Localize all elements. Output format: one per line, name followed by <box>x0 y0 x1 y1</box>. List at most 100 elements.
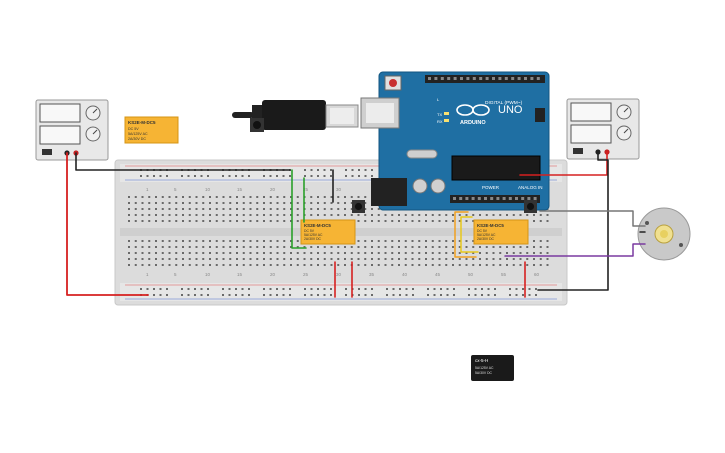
breadboard-hole[interactable] <box>398 264 400 266</box>
breadboard-hole[interactable] <box>323 258 326 260</box>
breadboard-hole[interactable] <box>296 258 299 260</box>
breadboard-hole[interactable] <box>148 202 151 204</box>
breadboard-hole[interactable] <box>310 288 313 290</box>
breadboard-hole[interactable] <box>431 258 434 260</box>
breadboard-hole[interactable] <box>168 258 171 260</box>
breadboard-hole[interactable] <box>195 208 198 210</box>
breadboard-hole[interactable] <box>364 202 367 204</box>
power-pin[interactable] <box>484 197 487 200</box>
breadboard-hole[interactable] <box>330 175 332 177</box>
breadboard-hole[interactable] <box>350 214 353 216</box>
breadboard-hole[interactable] <box>323 202 326 204</box>
breadboard-hole[interactable] <box>155 252 157 254</box>
breadboard-hole[interactable] <box>141 196 144 198</box>
breadboard-hole[interactable] <box>371 246 373 248</box>
breadboard-hole[interactable] <box>161 202 164 204</box>
breadboard-hole[interactable] <box>168 264 171 266</box>
breadboard-hole[interactable] <box>155 214 157 216</box>
breadboard-hole[interactable] <box>391 258 394 260</box>
breadboard-hole[interactable] <box>472 240 475 242</box>
breadboard-hole[interactable] <box>242 258 245 260</box>
breadboard-hole[interactable] <box>303 246 306 248</box>
breadboard-hole[interactable] <box>418 246 421 248</box>
breadboard-hole[interactable] <box>168 214 171 216</box>
breadboard-hole[interactable] <box>485 246 488 248</box>
breadboard-hole[interactable] <box>188 202 191 204</box>
breadboard-hole[interactable] <box>364 252 367 254</box>
breadboard-hole[interactable] <box>472 220 475 222</box>
breadboard-hole[interactable] <box>533 252 535 254</box>
breadboard-hole[interactable] <box>452 220 454 222</box>
power-pin[interactable] <box>496 197 500 200</box>
breadboard-hole[interactable] <box>195 214 198 216</box>
breadboard-hole[interactable] <box>229 202 232 204</box>
breadboard-hole[interactable] <box>317 202 319 204</box>
breadboard-hole[interactable] <box>263 240 265 242</box>
breadboard-hole[interactable] <box>468 288 470 290</box>
breadboard-hole[interactable] <box>539 252 542 254</box>
breadboard-hole[interactable] <box>364 220 367 222</box>
breadboard-hole[interactable] <box>391 240 394 242</box>
breadboard-hole[interactable] <box>175 220 178 222</box>
breadboard-hole[interactable] <box>161 214 164 216</box>
breadboard-hole[interactable] <box>479 246 481 248</box>
breadboard-hole[interactable] <box>215 220 218 222</box>
breadboard-hole[interactable] <box>175 196 178 198</box>
breadboard-hole[interactable] <box>445 258 448 260</box>
breadboard-hole[interactable] <box>412 294 414 296</box>
breadboard-hole[interactable] <box>296 252 299 254</box>
breadboard-hole[interactable] <box>249 214 252 216</box>
breadboard-hole[interactable] <box>263 220 265 222</box>
digital-pin[interactable] <box>447 77 451 80</box>
breadboard-hole[interactable] <box>141 202 144 204</box>
breadboard-hole[interactable] <box>222 294 224 296</box>
breadboard-hole[interactable] <box>283 240 286 242</box>
breadboard-hole[interactable] <box>371 258 373 260</box>
breadboard-hole[interactable] <box>249 264 252 266</box>
breadboard-hole[interactable] <box>155 202 157 204</box>
digital-pin[interactable] <box>530 77 534 80</box>
breadboard-hole[interactable] <box>222 214 225 216</box>
breadboard-hole[interactable] <box>310 175 313 177</box>
breadboard-hole[interactable] <box>276 264 279 266</box>
breadboard-hole[interactable] <box>215 208 218 210</box>
breadboard-hole[interactable] <box>222 196 225 198</box>
breadboard-hole[interactable] <box>472 214 475 216</box>
breadboard-hole[interactable] <box>398 246 400 248</box>
breadboard-hole[interactable] <box>411 240 414 242</box>
breadboard-hole[interactable] <box>182 258 184 260</box>
breadboard-hole[interactable] <box>350 202 353 204</box>
relay-breadboard-2[interactable]: KS2E-M-DC5 DC 5V 5A/125V AC 2A/30V DC <box>473 219 529 245</box>
breadboard-hole[interactable] <box>398 252 400 254</box>
breadboard-hole[interactable] <box>494 288 496 290</box>
breadboard-hole[interactable] <box>418 258 421 260</box>
power-pin[interactable] <box>471 197 475 200</box>
breadboard-hole[interactable] <box>134 214 137 216</box>
breadboard-hole[interactable] <box>187 288 190 290</box>
breadboard-hole[interactable] <box>323 246 326 248</box>
breadboard-hole[interactable] <box>195 202 198 204</box>
breadboard-hole[interactable] <box>166 288 168 290</box>
breadboard-hole[interactable] <box>499 214 502 216</box>
breadboard-hole[interactable] <box>128 264 130 266</box>
breadboard-hole[interactable] <box>371 240 373 242</box>
breadboard-hole[interactable] <box>425 240 427 242</box>
breadboard-hole[interactable] <box>269 264 272 266</box>
breadboard-hole[interactable] <box>304 288 306 290</box>
breadboard-hole[interactable] <box>296 246 299 248</box>
breadboard-hole[interactable] <box>148 264 151 266</box>
breadboard-hole[interactable] <box>323 214 326 216</box>
breadboard-hole[interactable] <box>546 246 549 248</box>
breadboard-hole[interactable] <box>371 175 373 177</box>
breadboard-hole[interactable] <box>344 196 346 198</box>
breadboard-hole[interactable] <box>175 214 178 216</box>
breadboard-hole[interactable] <box>337 252 340 254</box>
breadboard-hole[interactable] <box>187 294 190 296</box>
breadboard-hole[interactable] <box>330 294 332 296</box>
breadboard-hole[interactable] <box>411 264 414 266</box>
breadboard-hole[interactable] <box>404 246 407 248</box>
breadboard-hole[interactable] <box>323 196 326 198</box>
breadboard-hole[interactable] <box>153 288 155 290</box>
breadboard-hole[interactable] <box>492 214 495 216</box>
breadboard-hole[interactable] <box>134 252 137 254</box>
